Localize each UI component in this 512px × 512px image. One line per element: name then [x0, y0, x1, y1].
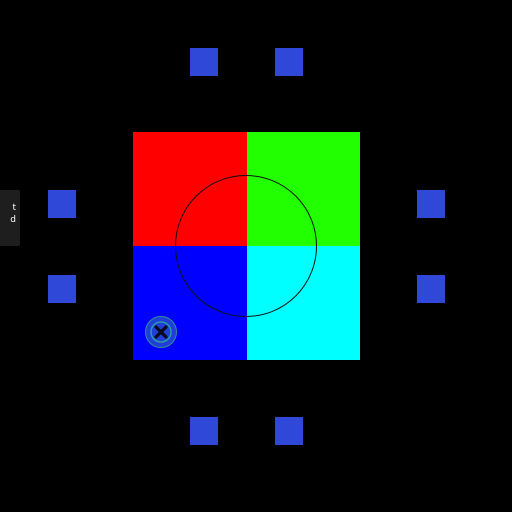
- edge-tooltip: t d: [0, 190, 20, 246]
- cyan-quadrant[interactable]: [247, 246, 360, 360]
- red-quadrant[interactable]: [133, 132, 247, 246]
- left-handle-1[interactable]: [48, 190, 76, 218]
- color-grid: [133, 132, 360, 360]
- close-button[interactable]: [145, 316, 177, 348]
- right-handle-2[interactable]: [417, 275, 445, 303]
- right-handle-1[interactable]: [417, 190, 445, 218]
- tooltip-line-2: d: [10, 215, 16, 225]
- tooltip-line-1: t: [12, 203, 16, 213]
- green-quadrant[interactable]: [247, 132, 360, 246]
- close-icon: [150, 321, 172, 343]
- top-handle-2[interactable]: [275, 48, 303, 76]
- bottom-handle-2[interactable]: [275, 417, 303, 445]
- top-handle-1[interactable]: [190, 48, 218, 76]
- bottom-handle-1[interactable]: [190, 417, 218, 445]
- left-handle-2[interactable]: [48, 275, 76, 303]
